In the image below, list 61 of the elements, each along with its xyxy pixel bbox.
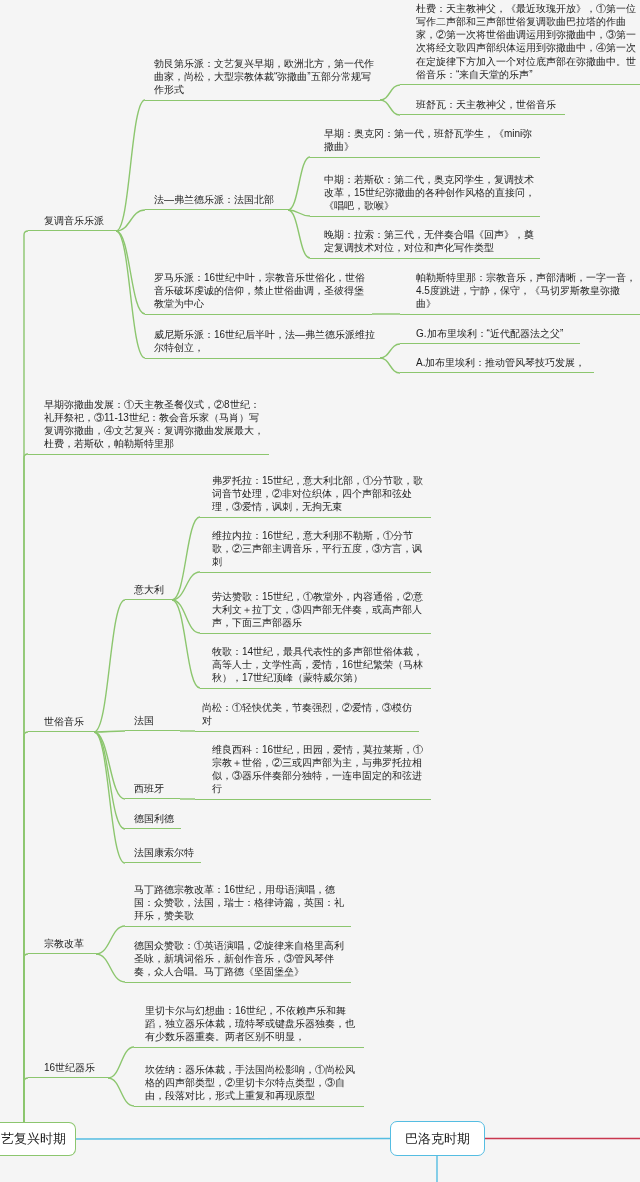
branch-line (171, 516, 201, 601)
branch-topic: 法国康索尔特 (125, 845, 201, 864)
branch-line (287, 156, 311, 211)
branch-topic: 班舒瓦：天主教神父，世俗音乐 (400, 97, 565, 116)
branch-line (107, 1077, 135, 1107)
branch-topic: 坎佐纳：器乐体裁，手法国尚松影响，①尚松风格的四声部类型，②里切卡尔特点类型，③自由，段落对比，形式上重复和再现原型 (134, 1062, 364, 1107)
branch-line (115, 209, 146, 232)
branch-topic: 牧歌：14世纪，最具代表性的多声部世俗体裁，高等人士，文学性高，爱情，16世纪繁荣（马林秋），17世纪顶峰（蒙特威尔第） (200, 644, 431, 689)
branch-topic: 马丁路德宗教改革：16世纪，用母语演唱，德国：众赞歌，法国，瑞士：格律诗篇，英国：礼拜乐，赞美歌 (125, 882, 351, 927)
branch-line (115, 230, 146, 359)
branch-line (171, 571, 201, 601)
branch-topic: 勃艮第乐派：文艺复兴早期，欧洲北方，第一代作曲家，尚松，大型宗教体裁“弥撒曲”五部分常规写作形式 (145, 56, 380, 101)
branch-line (115, 99, 146, 232)
branch-line (75, 1137, 391, 1140)
branch-topic: 早期弥撒曲发展：①天主教圣餐仪式，②8世纪：礼拜祭祀，③11-13世纪：教会音乐家（马肖）写复调弥撒曲，④文艺复兴：复调弥撒曲发展最大，杜费，若斯砍，帕勒斯特里那 (28, 397, 269, 455)
branch-line (371, 313, 401, 315)
branch-topic: 维良西科：16世纪，田园，爱情，莫拉莱斯，①宗教＋世俗，②三或四声部为主，与弗罗托拉相似，③器乐伴奏部分独特，一连串固定的和弦进行 (195, 742, 431, 800)
branch-topic: 中期：若斯砍：第二代，奥克冈学生，复调技术改革，15世纪弥撒曲的各种创作风格的直接问，《唱吧，歌喉》 (310, 172, 540, 217)
branch-line (379, 343, 401, 359)
branch-line (379, 99, 401, 116)
topic-box: 艺复兴时期 (0, 1122, 76, 1156)
branch-line (379, 357, 401, 374)
branch-line (436, 1155, 438, 1182)
branch-topic: 里切卡尔与幻想曲：16世纪，不依赖声乐和舞蹈，独立器乐体裁，琉特琴或键盘乐器独奏，也有少数乐器重奏。两者区别不明显， (134, 1003, 364, 1048)
branch-topic: 杜费：天主教神父，《最近玫瑰开放》，①第一位写作二声部和三声部世俗复调歌曲巴拉塔的作曲家，②第一次将世俗曲调运用到弥撒曲中，③第一次将经文歌四声部织体运用到弥撒曲中，④第一次在定旋律下方加入一个对位底声部在弥撒曲中。世俗音乐：“来自天堂的乐声” (400, 1, 640, 86)
branch-line (95, 953, 126, 983)
branch-topic: A.加布里埃利：推动管风琴技巧发展， (400, 355, 594, 374)
branch-topic: 早期：奥克冈：第一代，班舒瓦学生，《mini弥撒曲》 (310, 126, 540, 158)
branch-line (484, 1137, 640, 1140)
branch-topic: 法国 (125, 713, 180, 732)
branch-line (179, 798, 196, 800)
topic-box: 巴洛克时期 (390, 1121, 485, 1156)
branch-topic: 德国利德 (125, 811, 181, 830)
branch-topic: 劳达赞歌：15世纪，①教堂外，内容通俗，②意大利文＋拉丁文，③四声部无伴奏，或高声部人声，下面三声部器乐 (200, 589, 431, 634)
branch-topic: 宗教改革 (28, 936, 96, 955)
branch-topic: 复调音乐乐派 (28, 213, 116, 232)
branch-line (171, 599, 201, 689)
branch-line (379, 84, 401, 101)
branch-topic: 帕勒斯特里那：宗教音乐，声部清晰，一字一音，4.5度跳进，宁静，保守，《马切罗斯教皇弥撒曲》 (400, 270, 640, 315)
branch-topic: 尚松：①轻快优美，节奏强烈，②爱情，③模仿对 (195, 700, 419, 732)
branch-topic: 罗马乐派：16世纪中叶，宗教音乐世俗化，世俗音乐破坏虔诚的信仰，禁止世俗曲调，圣彼得堡教堂为中心 (145, 270, 372, 315)
branch-line (93, 599, 126, 733)
branch-topic: 意大利 (125, 582, 172, 601)
branch-topic: 德国众赞歌：①英语演唱，②旋律来自格里高利圣咏，新填词俗乐，新创作音乐，③管风琴伴奏，众人合唱。马丁路德《坚固堡垒》 (125, 938, 351, 983)
branch-topic: G.加布里埃利：“近代配器法之父” (400, 326, 580, 345)
branch-line (179, 730, 196, 732)
branch-topic: 维拉内拉：16世纪，意大利那不勒斯，①分节歌，②三声部主调音乐，平行五度，③方言，讽刺 (200, 528, 431, 573)
branch-line (93, 730, 126, 733)
branch-topic: 晚期：拉索：第三代，无伴奏合唱《回声》，奠定复调技术对位，对位和声化写作类型 (310, 227, 540, 259)
branch-topic: 弗罗托拉：15世纪，意大利北部，①分节歌，歌词音节处理，②非对位织体，四个声部和弦处理，③爱情，讽刺，无拘无束 (200, 473, 431, 518)
branch-line (23, 1077, 29, 1123)
branch-line (95, 925, 126, 955)
branch-topic: 世俗音乐 (28, 714, 94, 733)
branch-topic: 16世纪器乐 (28, 1060, 108, 1079)
branch-line (107, 1046, 135, 1079)
branch-line (287, 209, 311, 217)
branch-line (287, 209, 311, 259)
branch-line (93, 731, 126, 864)
branch-topic: 法—弗兰德乐派：法国北部 (145, 192, 288, 211)
branch-topic: 威尼斯乐派：16世纪后半叶，法—弗兰德乐派维拉尔特创立， (145, 327, 380, 359)
branch-topic: 西班牙 (125, 781, 180, 800)
